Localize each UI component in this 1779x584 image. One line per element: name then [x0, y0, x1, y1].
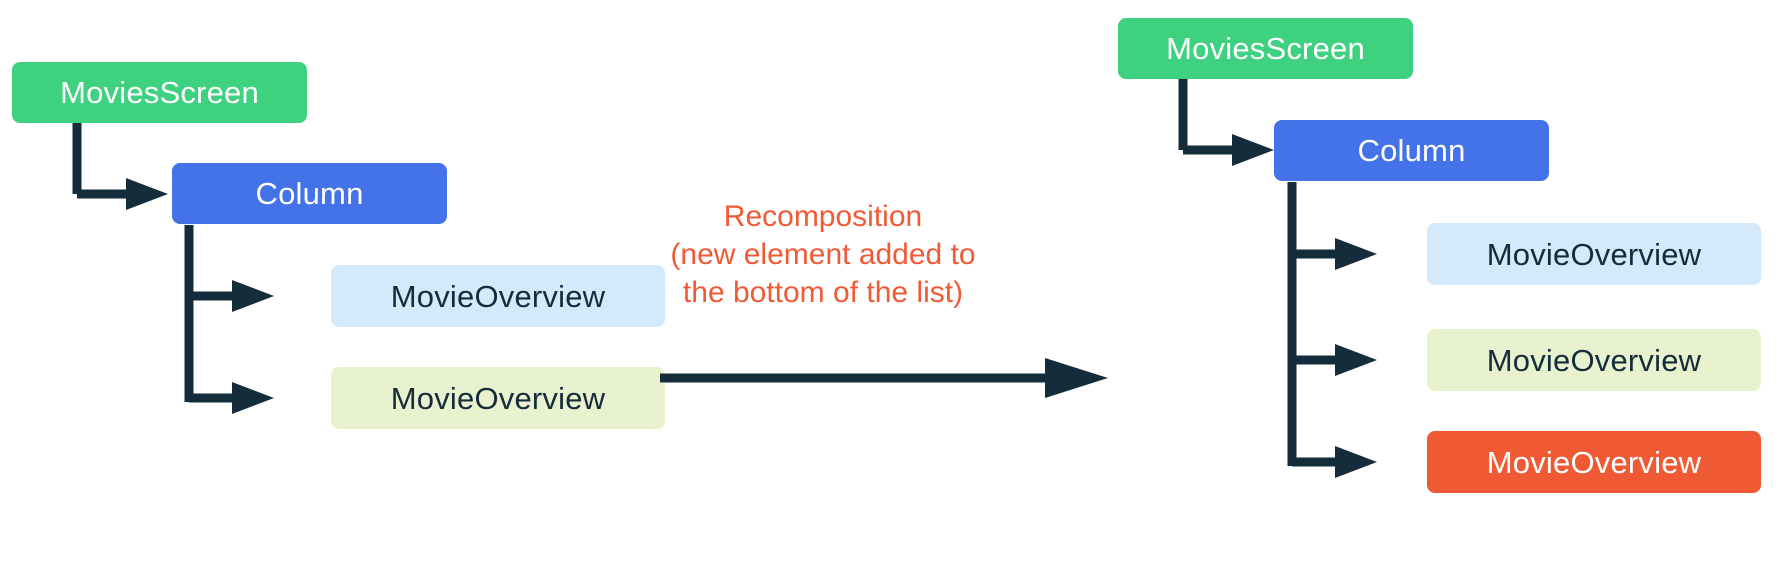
before-movies-screen-node[interactable]: MoviesScreen: [12, 62, 307, 123]
after-connector-screen-to-column: [1178, 79, 1274, 166]
after-movie-overview-item-3-new[interactable]: MovieOverview: [1427, 431, 1761, 493]
before-column-node[interactable]: Column: [172, 163, 447, 224]
after-movies-screen-node[interactable]: MoviesScreen: [1118, 18, 1413, 79]
after-movie-overview-item-2[interactable]: MovieOverview: [1427, 329, 1761, 391]
after-column-node[interactable]: Column: [1274, 120, 1549, 181]
before-movie-overview-item-1[interactable]: MovieOverview: [331, 265, 665, 327]
after-movie-overview-item-1[interactable]: MovieOverview: [1427, 223, 1761, 285]
before-movie-overview-item-2[interactable]: MovieOverview: [331, 367, 665, 429]
caption-line-3: the bottom of the list): [682, 276, 964, 310]
after-connector-column-to-children: [1287, 182, 1377, 478]
caption-line-1: Recomposition: [723, 200, 923, 233]
recomposition-caption: Recomposition (new element added to the …: [653, 198, 993, 312]
before-connector-column-to-children: [184, 225, 274, 414]
caption-line-2: (new element added to: [670, 238, 976, 272]
before-connector-screen-to-column: [72, 123, 168, 210]
transition-arrow-icon: [660, 358, 1108, 398]
